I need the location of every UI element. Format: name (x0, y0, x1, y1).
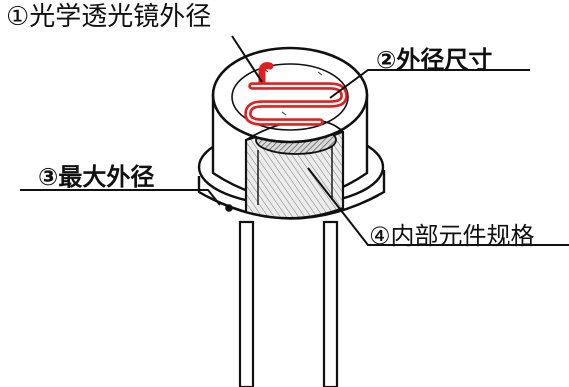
callout-line-3 (20, 189, 221, 206)
label-max-outer-diameter: ③最大外径 (38, 163, 155, 191)
label-internal-element-spec: ④内部元件规格 (369, 222, 535, 250)
left-lead (238, 220, 255, 387)
right-lead (322, 220, 339, 387)
callout-line-1 (231, 35, 263, 83)
callout-lines (20, 35, 569, 246)
callout-line-2 (329, 69, 530, 99)
lead-wires (238, 220, 339, 387)
label-optical-lens-diameter: ①光学透光镜外径 (6, 2, 212, 32)
label-outer-dimension: ②外径尺寸 (376, 46, 493, 74)
callout-line-4 (307, 167, 569, 246)
